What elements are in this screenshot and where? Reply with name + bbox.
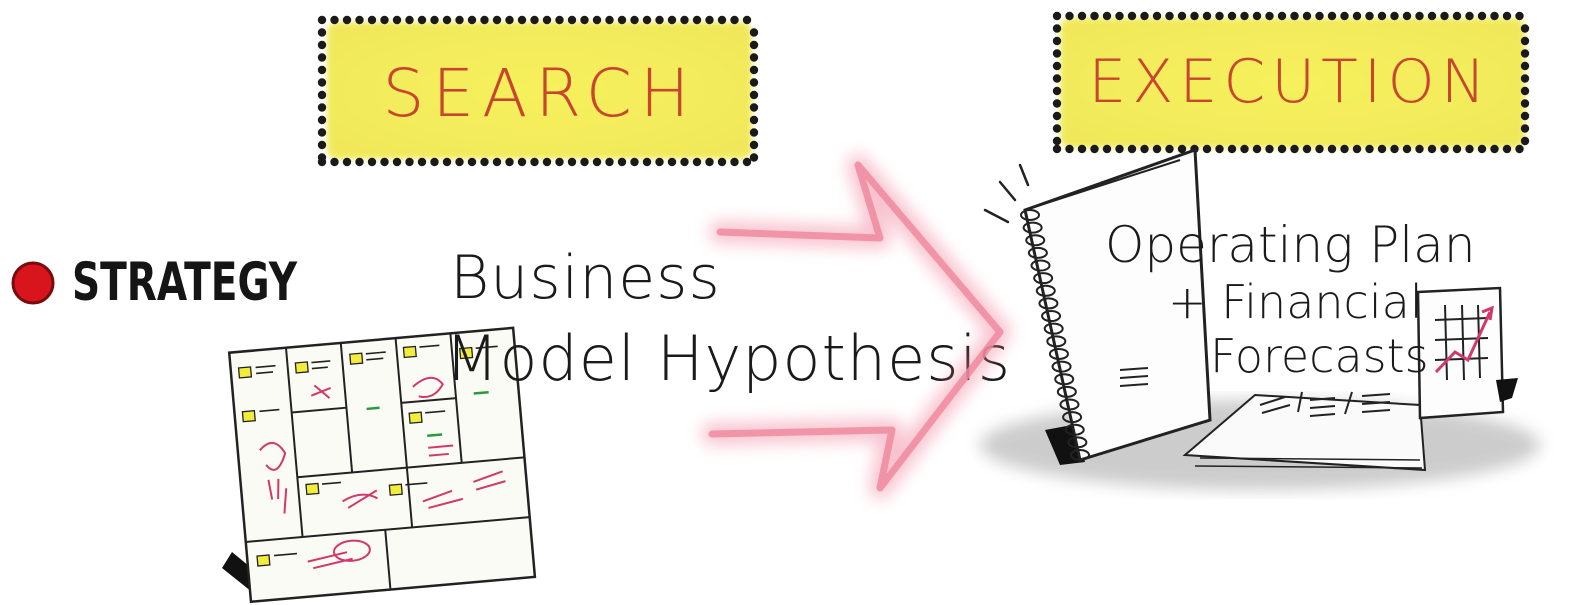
business-model-canvas-sketch xyxy=(222,326,537,604)
transition-arrow xyxy=(701,154,1011,499)
plan-line-2: + Financial xyxy=(1168,275,1423,329)
hypothesis-text: Business Model Hypothesis xyxy=(445,243,1011,395)
execution-label-box: EXECUTION xyxy=(1052,11,1530,154)
execution-dotted-border xyxy=(1052,11,1530,154)
bullet-dot xyxy=(11,261,55,305)
plan-line-1: Operating Plan xyxy=(1105,216,1476,274)
strategy-item: STRATEGY xyxy=(11,251,298,313)
search-label-box: SEARCH xyxy=(317,15,759,167)
strategy-label: STRATEGY xyxy=(72,251,298,312)
execution-label: EXECUTION xyxy=(1088,47,1491,117)
operating-plan-document: Operating Plan + Financial Forecasts xyxy=(980,147,1540,490)
hypothesis-line-1: Business xyxy=(450,243,721,313)
search-label: SEARCH xyxy=(382,55,697,132)
search-dotted-border xyxy=(317,15,759,167)
hypothesis-line-2: Model Hypothesis xyxy=(445,322,1011,395)
plan-line-3: Forecasts xyxy=(1210,329,1429,383)
spiral-binding xyxy=(1020,209,1090,461)
